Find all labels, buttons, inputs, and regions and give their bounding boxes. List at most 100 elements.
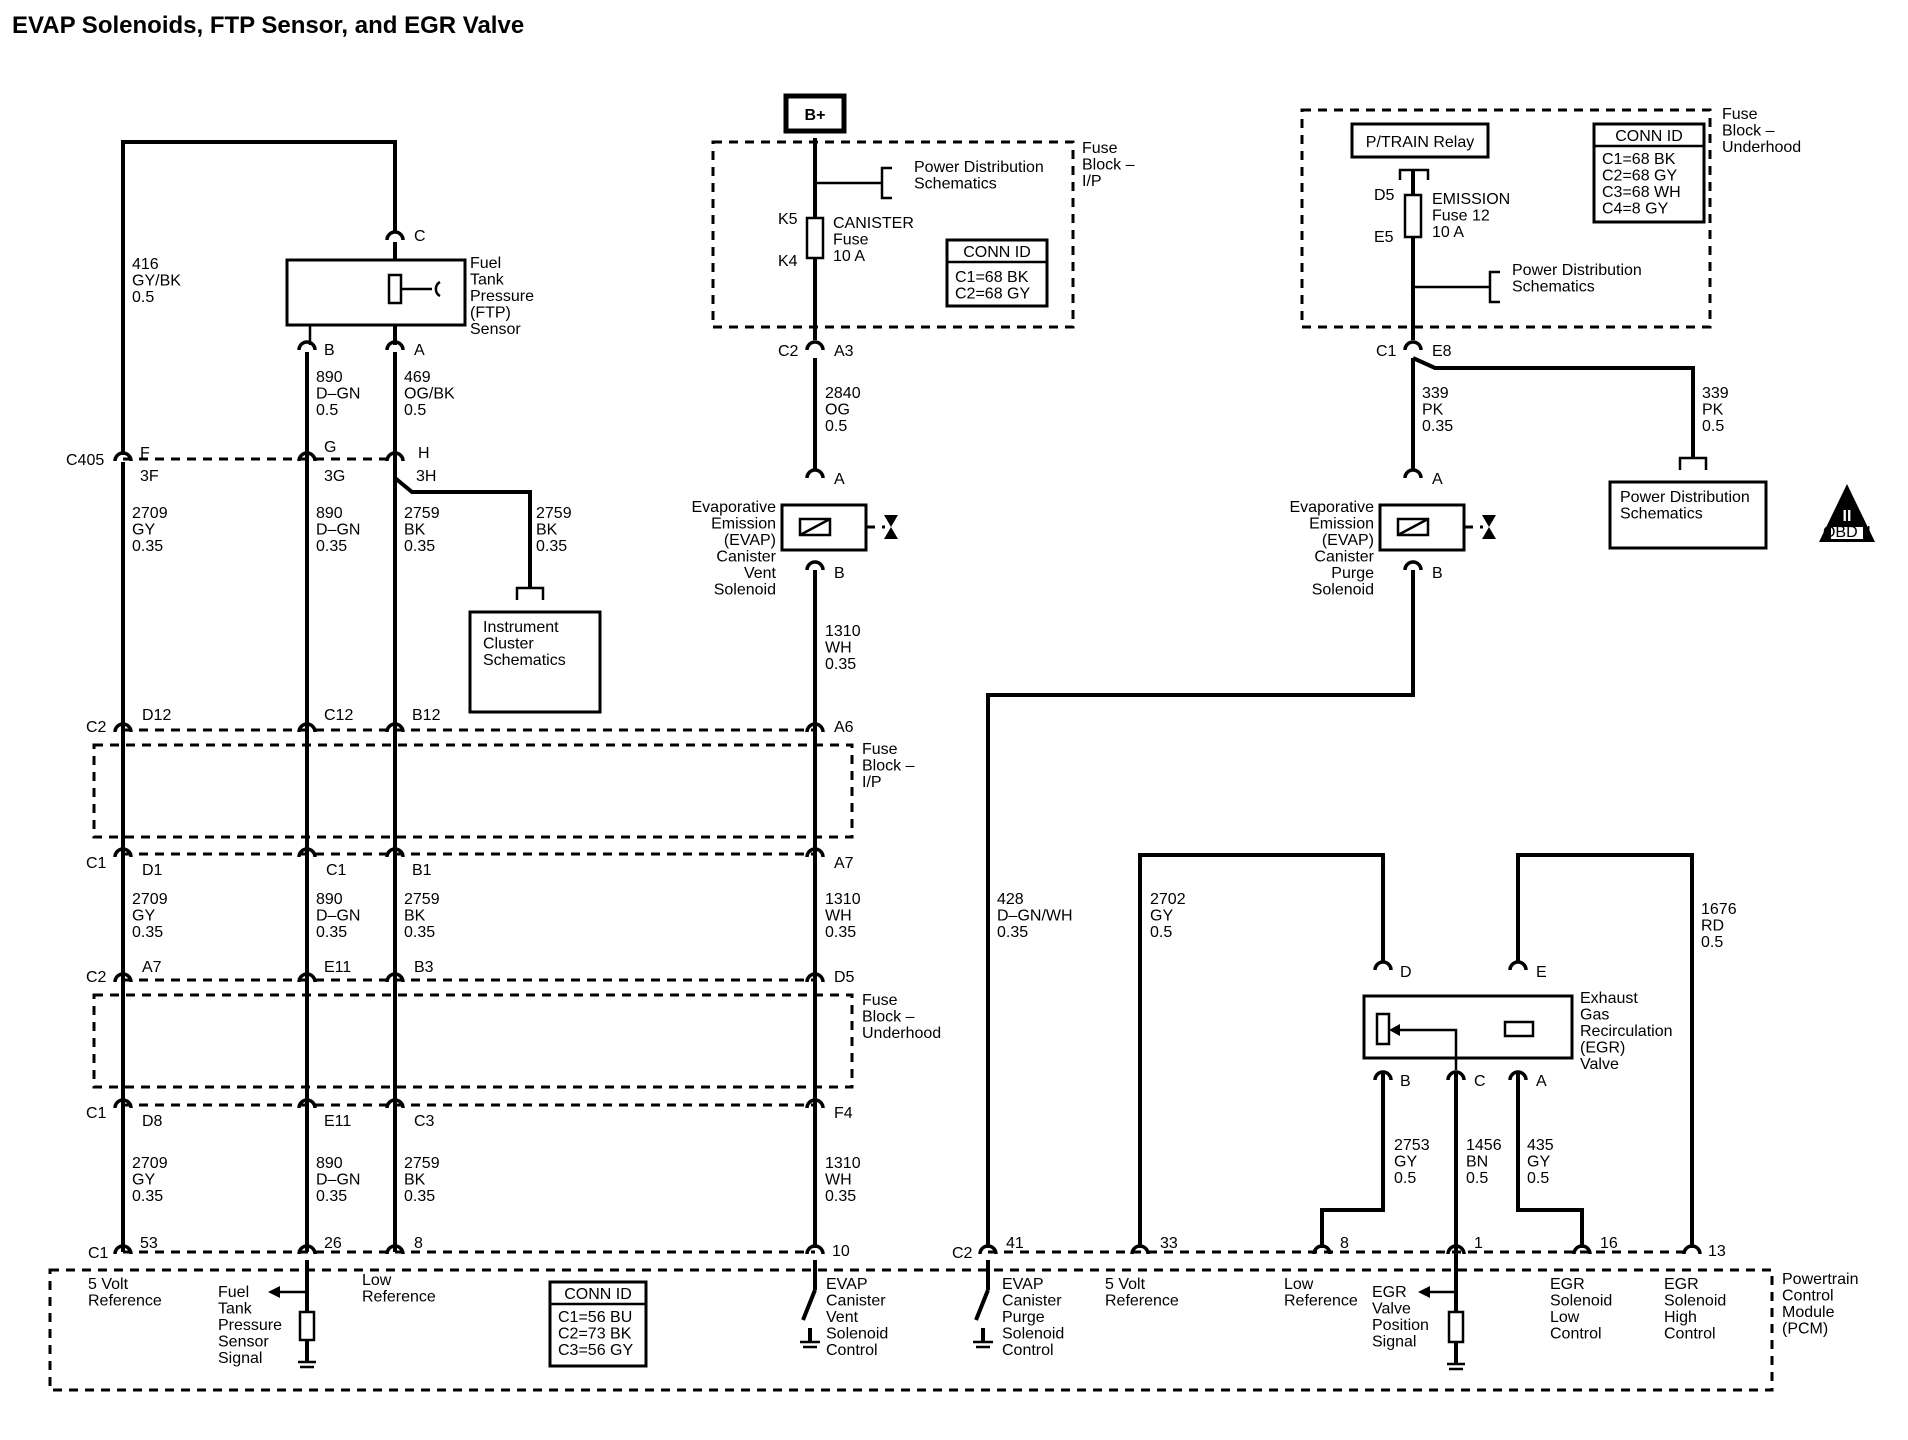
label-line: Fuse bbox=[1722, 106, 1758, 123]
label-line: 10 A bbox=[833, 248, 865, 265]
label-line: Power Distribution bbox=[1620, 489, 1750, 506]
label-line: D12 bbox=[142, 707, 171, 724]
label-line: C2=68 GY bbox=[955, 286, 1030, 303]
label-line: 0.5 bbox=[1701, 934, 1723, 951]
label-line: GY bbox=[1527, 1154, 1550, 1171]
label-line: 2840 bbox=[825, 385, 861, 402]
label-line: C12 bbox=[324, 707, 353, 724]
label-line: BN bbox=[1466, 1154, 1488, 1171]
label-line: 8 bbox=[414, 1235, 423, 1252]
label-line: CONN ID bbox=[1615, 128, 1683, 145]
label-line: 1310 bbox=[825, 623, 861, 640]
label-line: 890 bbox=[316, 891, 343, 908]
label-line: Control bbox=[1550, 1326, 1602, 1343]
label-line: Block – bbox=[1722, 123, 1775, 140]
pins-b1: B1 bbox=[412, 862, 432, 879]
relay-bracket bbox=[1398, 168, 1430, 180]
purge-solenoid bbox=[1378, 503, 1496, 552]
label-line: EGR bbox=[1550, 1276, 1585, 1293]
conn-id-pcm bbox=[548, 1280, 648, 1368]
label-line: 33 bbox=[1160, 1235, 1178, 1252]
label-line: 3H bbox=[416, 468, 436, 485]
label-line: 435 bbox=[1527, 1137, 1554, 1154]
label-line: 428 bbox=[997, 891, 1024, 908]
label-line: 0.35 bbox=[997, 924, 1028, 941]
label-line: 5 Volt bbox=[1105, 1276, 1146, 1293]
pins-p8b: 8 bbox=[1340, 1235, 1349, 1252]
obd-ii-mark: II bbox=[1843, 508, 1852, 525]
pins-g: G bbox=[324, 439, 336, 456]
label-line: Instrument bbox=[483, 619, 559, 636]
label-line: Low bbox=[1550, 1309, 1580, 1326]
label-line: EVAP bbox=[826, 1276, 868, 1293]
label-line: C3 bbox=[414, 1113, 435, 1130]
label-line: Schematics bbox=[1620, 506, 1703, 523]
pins-c2-b: C2 bbox=[86, 969, 107, 986]
label-line: WH bbox=[825, 908, 852, 925]
label-line: D–GN bbox=[316, 1172, 360, 1189]
pins-ftp-c: C bbox=[414, 228, 426, 245]
label-line: 0.35 bbox=[132, 924, 163, 941]
label-line: 0.35 bbox=[825, 1188, 856, 1205]
label-line: Emission bbox=[711, 516, 776, 533]
label-line: 0.35 bbox=[316, 924, 347, 941]
label-line: Evaporative bbox=[1290, 499, 1375, 516]
label-line: B bbox=[324, 342, 335, 359]
pins-c1-b: C1 bbox=[86, 1105, 107, 1122]
label-line: (FTP) bbox=[470, 305, 511, 322]
pins-egr-e: E bbox=[1536, 964, 1547, 981]
pins-h: H bbox=[418, 445, 430, 462]
label-line: BK bbox=[536, 522, 558, 539]
label-line: C1 bbox=[326, 862, 347, 879]
label-line: C405 bbox=[66, 452, 104, 469]
pins-egr-a: A bbox=[1536, 1073, 1547, 1090]
label-line: Vent bbox=[744, 565, 777, 582]
pins-egr-b: B bbox=[1400, 1073, 1411, 1090]
label-line: OG bbox=[825, 402, 850, 419]
pins-c12: C12 bbox=[324, 707, 353, 724]
diagram-title: EVAP Solenoids, FTP Sensor, and EGR Valv… bbox=[12, 12, 524, 39]
pins-c2-pcm: C2 bbox=[952, 1245, 973, 1262]
label-line: D8 bbox=[142, 1113, 163, 1130]
pins-a7: A7 bbox=[834, 855, 854, 872]
obd-ii-label: OBD II bbox=[1823, 524, 1871, 541]
label-line: BK bbox=[404, 522, 426, 539]
label-line: 0.5 bbox=[1150, 924, 1172, 941]
label-line: 13 bbox=[1708, 1243, 1726, 1260]
pins-a3: A3 bbox=[834, 343, 854, 360]
label-line: 16 bbox=[1600, 1235, 1618, 1252]
label-line: 890 bbox=[316, 1155, 343, 1172]
label-line: Canister bbox=[1002, 1293, 1062, 1310]
pins-p26: 26 bbox=[324, 1235, 342, 1252]
label-line: WH bbox=[825, 640, 852, 657]
label-line: C1=56 BU bbox=[558, 1309, 632, 1326]
label-line: B bbox=[834, 565, 845, 582]
label-line: 1456 bbox=[1466, 1137, 1502, 1154]
label-line: WH bbox=[825, 1172, 852, 1189]
label-line: P/TRAIN Relay bbox=[1366, 134, 1474, 151]
label-line: CANISTER bbox=[833, 215, 914, 232]
label-line: 2759 bbox=[404, 1155, 440, 1172]
label-line: EMISSION bbox=[1432, 191, 1510, 208]
label-line: CONN ID bbox=[963, 244, 1031, 261]
label-line: 0.35 bbox=[825, 924, 856, 941]
connector-cups bbox=[113, 230, 1702, 1255]
label-line: 10 bbox=[832, 1243, 850, 1260]
pins-p1: 1 bbox=[1474, 1235, 1483, 1252]
label-line: C2 bbox=[86, 719, 107, 736]
label-line: Reference bbox=[88, 1293, 162, 1310]
label-line: Reference bbox=[1284, 1293, 1358, 1310]
label-line: 0.35 bbox=[316, 1188, 347, 1205]
label-line: D5 bbox=[834, 969, 855, 986]
